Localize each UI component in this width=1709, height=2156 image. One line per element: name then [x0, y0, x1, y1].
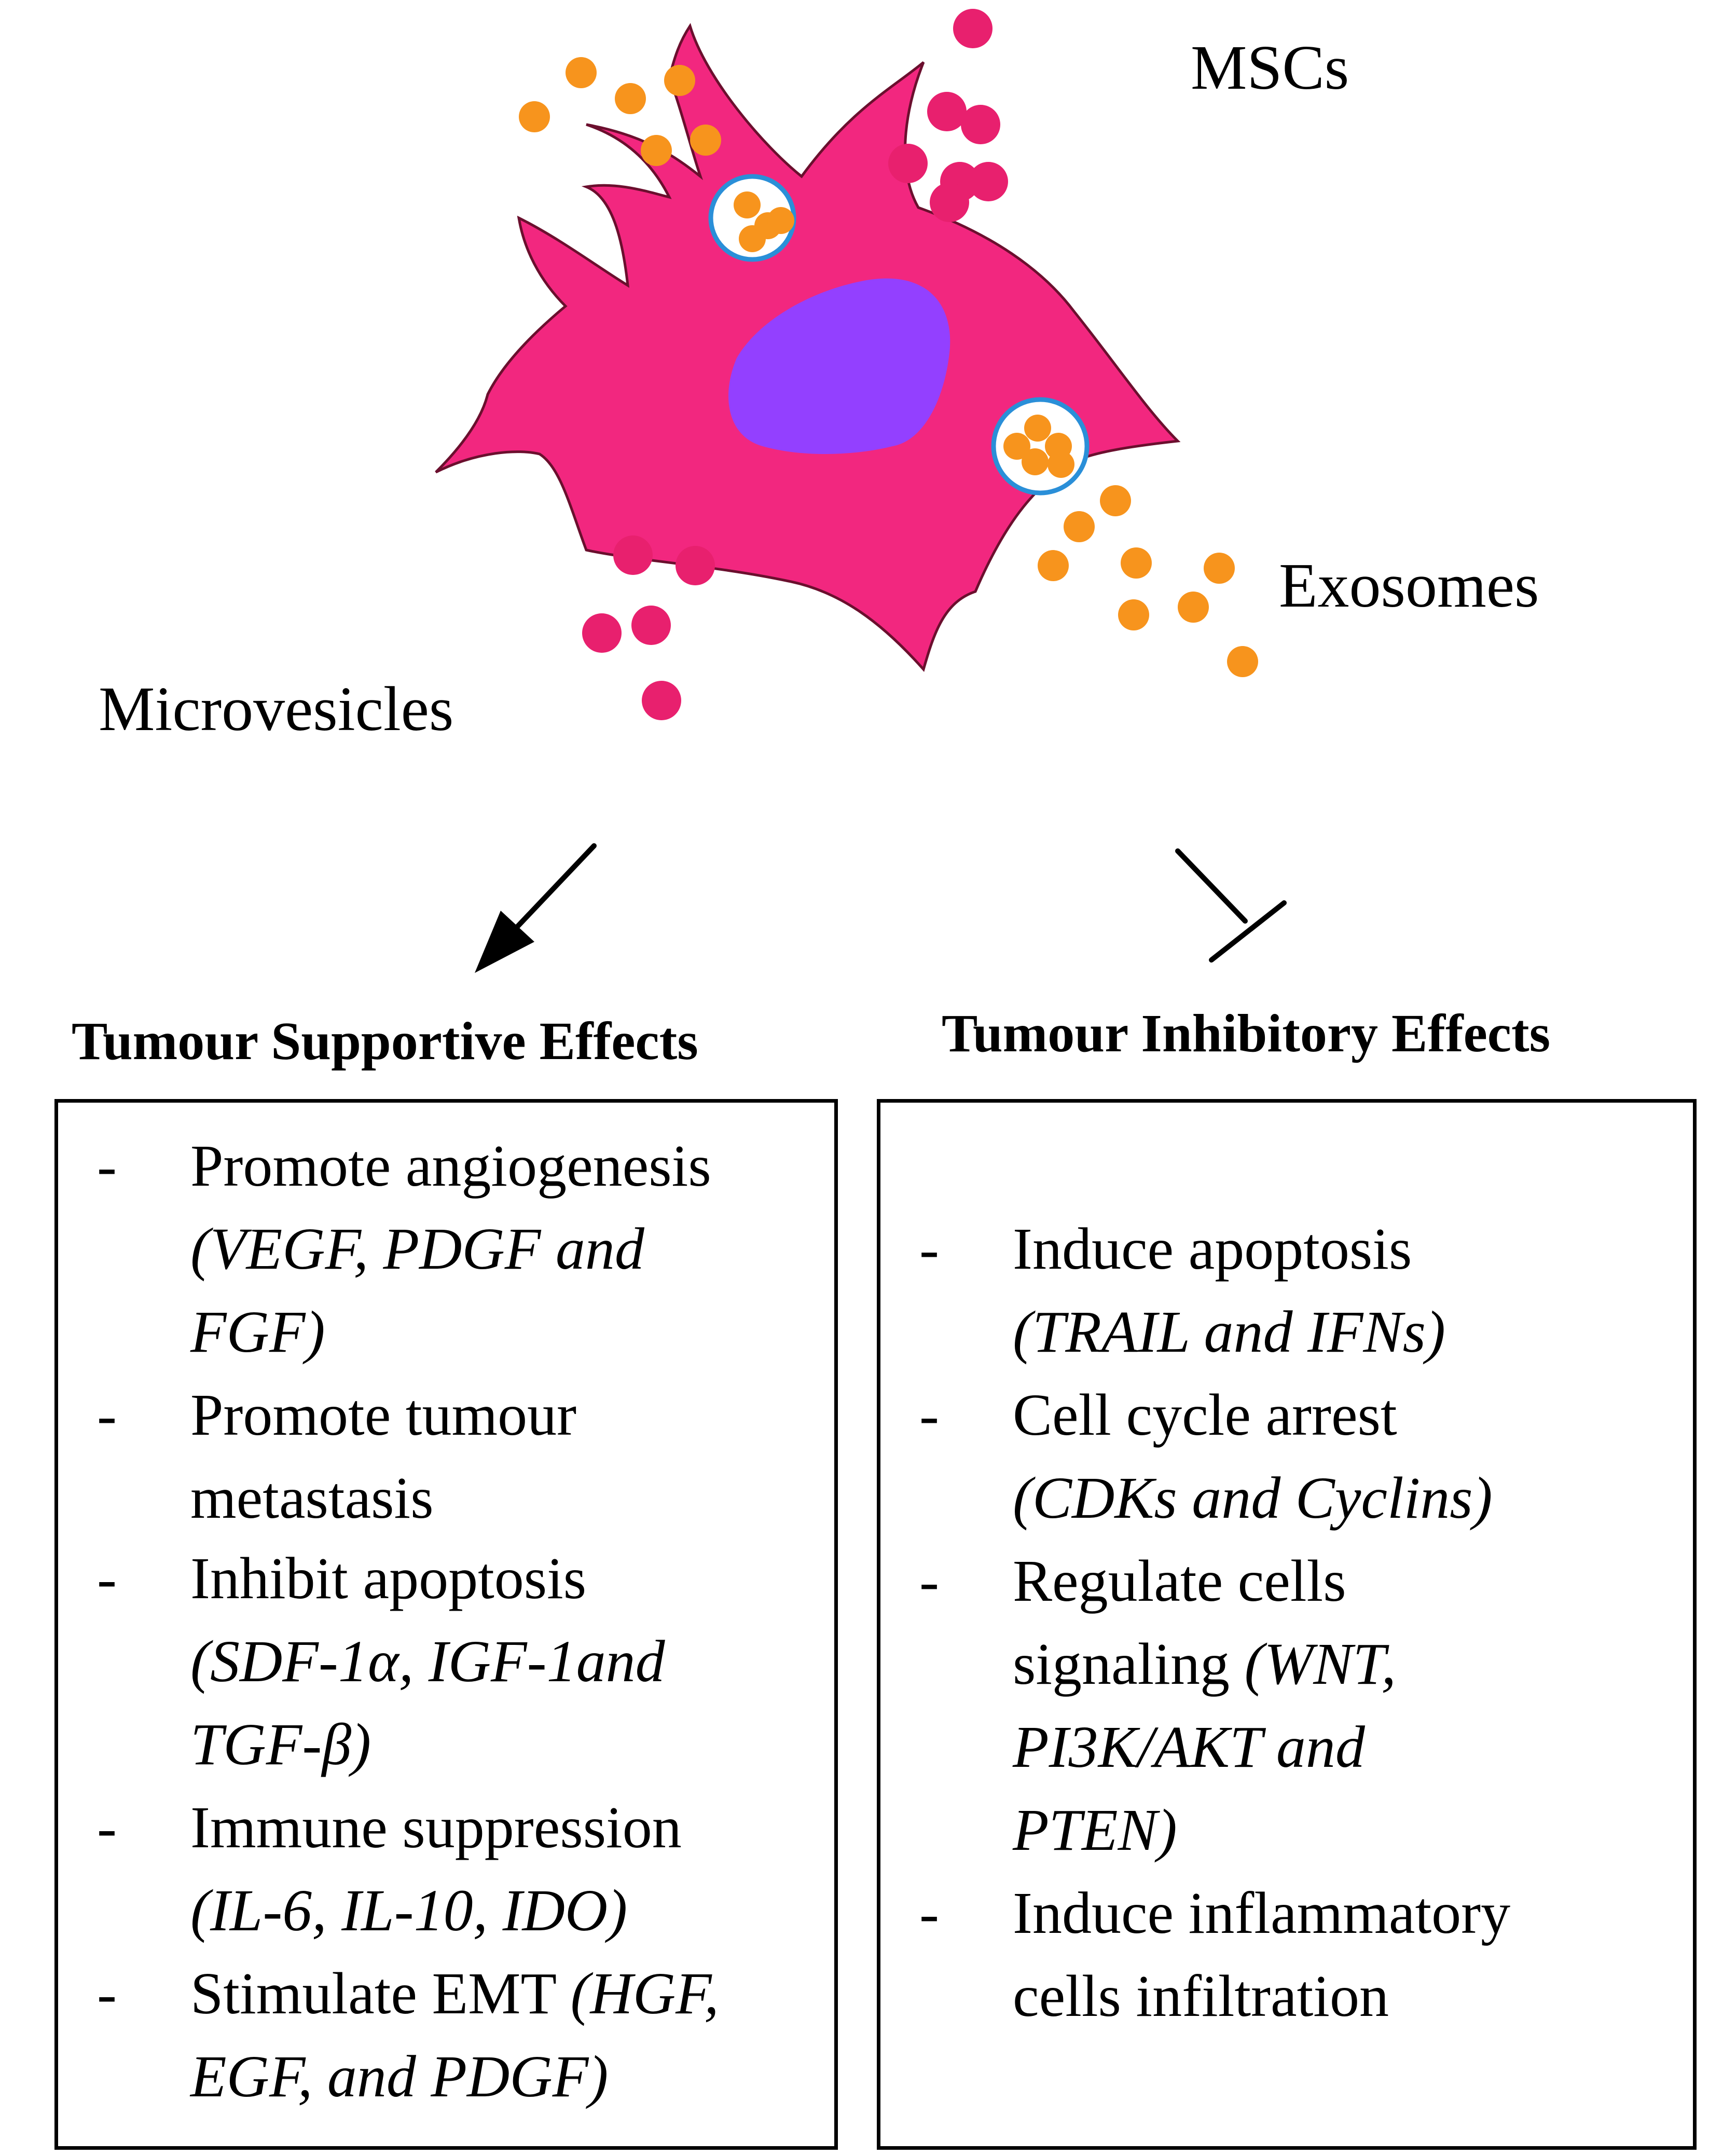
effect-text: (SDF-1α, IGF-1and — [190, 1628, 665, 1694]
effect-text: Cell cycle arrest — [1013, 1382, 1397, 1448]
microvesicle-dot — [613, 535, 653, 575]
supportive-heading: Tumour Supportive Effects — [72, 1011, 698, 1071]
bullet-dash: - — [97, 1794, 117, 1860]
microvesicle-dot — [927, 92, 967, 131]
exosome-dot — [1227, 646, 1258, 677]
effect-text: (VEGF, PDGF and — [190, 1216, 644, 1282]
effect-text: Immune suppression — [190, 1794, 682, 1860]
bullet-dash: - — [97, 1960, 117, 2026]
promotes-arrowhead — [475, 911, 534, 973]
microvesicle-dot — [961, 105, 1000, 144]
microvesicle-dot — [676, 546, 715, 585]
exosome-dot — [739, 225, 766, 252]
inhibitory-effects-box: - Induce apoptosis (TRAIL and IFNs) - Cell c… — [877, 1099, 1697, 2150]
effect-text: (WNT, — [1244, 1631, 1396, 1697]
exosome-dot — [519, 101, 550, 132]
exosome-dot — [1048, 451, 1074, 478]
nucleus — [728, 278, 950, 454]
effect-text: PI3K/AKT and — [1013, 1714, 1365, 1780]
effect-text: (TRAIL and IFNs) — [1013, 1299, 1445, 1365]
bullet-dash: - — [97, 1382, 117, 1448]
microvesicle-dot — [888, 144, 928, 183]
mscs-label: MSCs — [1191, 33, 1349, 103]
effect-text: Promote angiogenesis — [190, 1133, 711, 1199]
bullet-dash: - — [919, 1880, 939, 1946]
effect-text: signaling — [1013, 1631, 1245, 1697]
effect-text: Stimulate EMT — [190, 1960, 571, 2026]
inhibits-arrow-bar — [1209, 900, 1287, 963]
effect-text: Promote tumour — [190, 1382, 577, 1448]
exosome-dot — [1064, 511, 1095, 542]
effect-text: FGF) — [190, 1299, 325, 1365]
exosome-dot — [1178, 592, 1209, 623]
bullet-dash: - — [919, 1216, 939, 1282]
exosome-dot — [1022, 448, 1049, 475]
effect-text: EGF, and PDGF) — [190, 2043, 609, 2109]
effect-text: (CDKs and Cyclins) — [1013, 1465, 1493, 1531]
exosome-dot — [1100, 485, 1131, 516]
effect-text: Inhibit apoptosis — [190, 1545, 587, 1611]
bullet-dash: - — [97, 1545, 117, 1611]
effect-text: (HGF, — [570, 1960, 719, 2026]
microvesicle-dot — [582, 613, 622, 653]
microvesicle-dot — [969, 162, 1008, 201]
microvesicle-dot — [642, 681, 681, 720]
effect-text: PTEN) — [1013, 1797, 1177, 1863]
exosome-dot — [734, 191, 761, 218]
bullet-dash: - — [97, 1133, 117, 1199]
microvesicle-dot — [631, 606, 671, 645]
inhibitory-heading: Tumour Inhibitory Effects — [942, 1004, 1551, 1063]
exosome-dot — [664, 65, 695, 96]
effect-text: (IL-6, IL-10, IDO) — [190, 1877, 628, 1943]
exosome-dot — [1024, 415, 1051, 442]
exosomes-label: Exosomes — [1279, 551, 1539, 621]
exosome-dot — [615, 83, 646, 114]
exosome-dot — [1204, 553, 1235, 584]
exosome-dot — [1121, 547, 1152, 579]
exosome-dot — [1118, 599, 1149, 630]
microvesicle-dot — [953, 9, 993, 48]
microvesicles-label: Microvesicles — [99, 674, 454, 744]
effect-text: Regulate cells — [1013, 1548, 1346, 1614]
exosome-dot — [1003, 433, 1030, 460]
effect-text: Induce apoptosis — [1013, 1216, 1412, 1282]
bullet-dash: - — [919, 1382, 939, 1448]
effect-text: cells infiltration — [1013, 1963, 1389, 2029]
bullet-dash: - — [919, 1548, 939, 1614]
exosome-dot — [641, 135, 672, 166]
inhibits-arrow-shaft — [1175, 848, 1248, 924]
exosome-dot — [690, 125, 721, 156]
exosome-dot — [566, 57, 597, 88]
exosome-dot — [767, 207, 794, 234]
effect-text: Induce inflammatory — [1013, 1880, 1511, 1946]
effect-text: metastasis — [190, 1465, 434, 1531]
exosome-dot — [1038, 550, 1069, 581]
effect-text: TGF-β) — [190, 1711, 371, 1777]
microvesicle-dot — [930, 183, 969, 222]
